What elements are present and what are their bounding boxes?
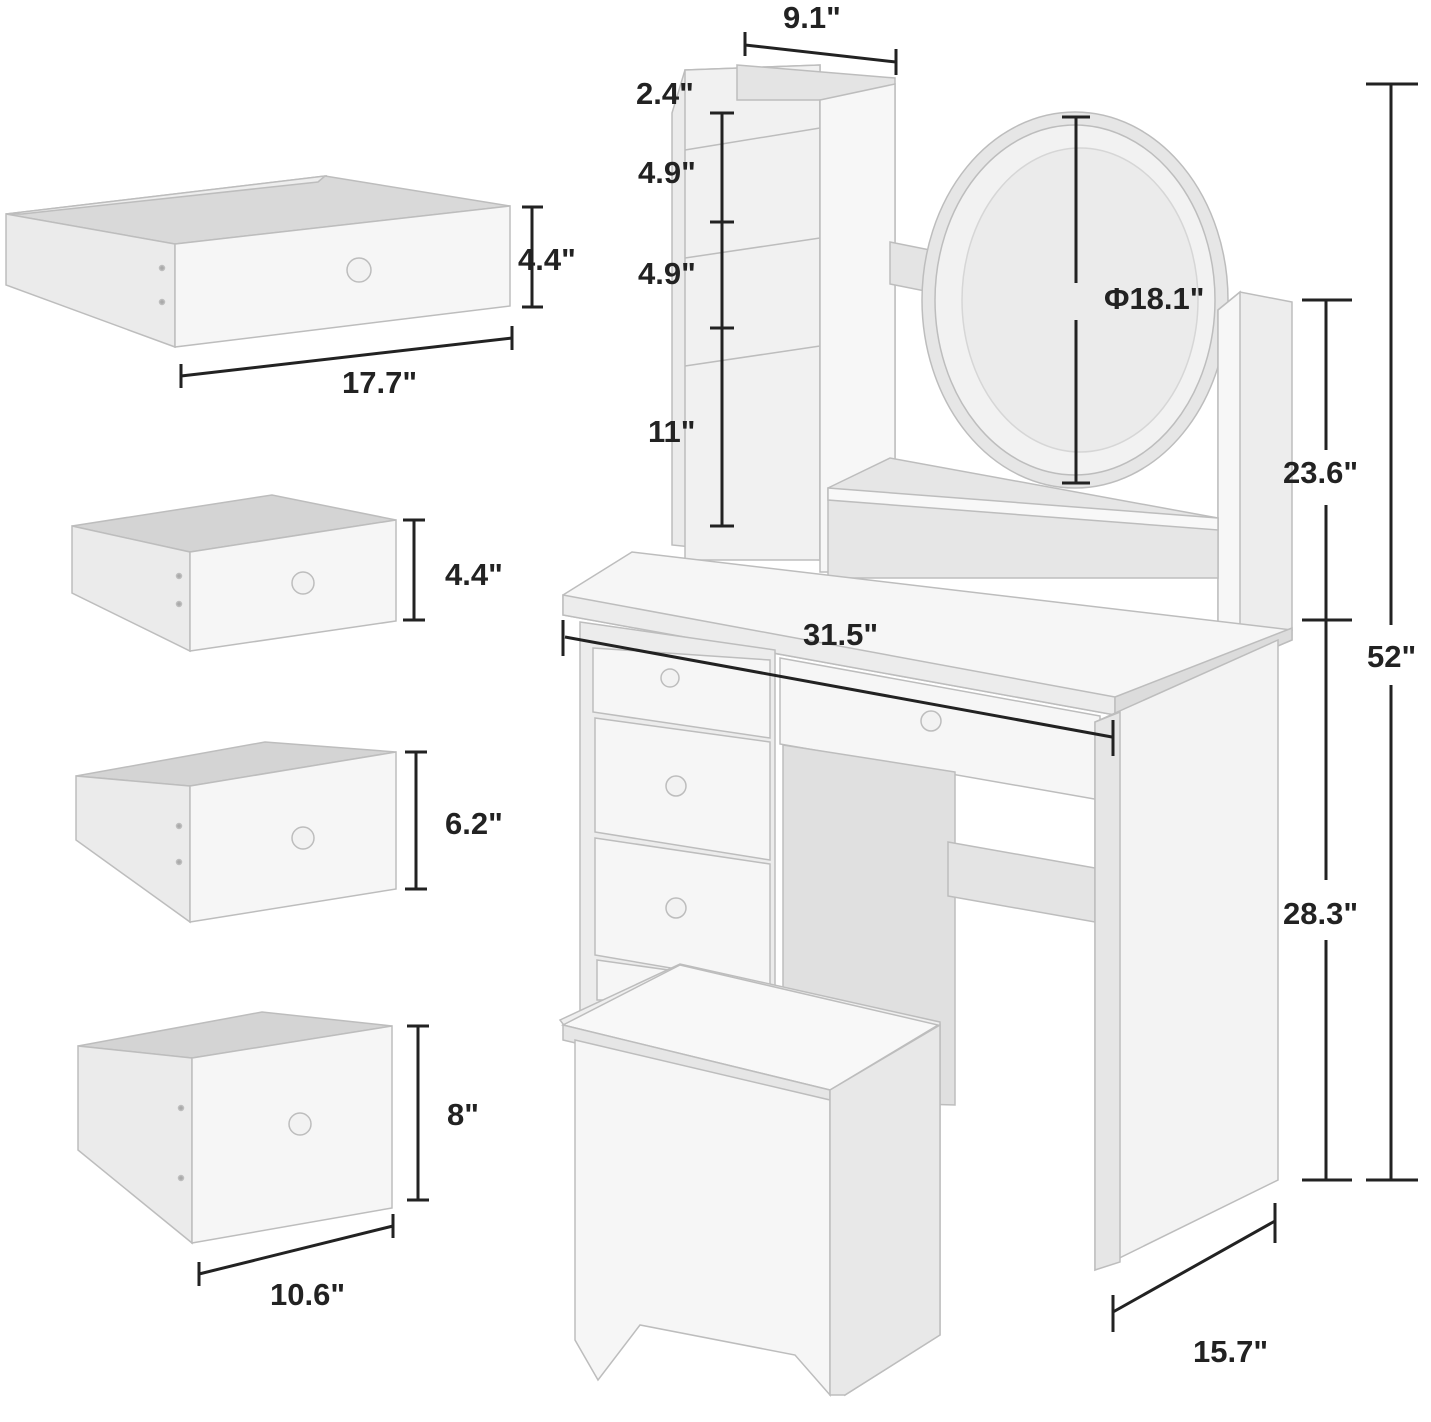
total-height-label: 52" [1367,639,1416,674]
small-drawer-width-label: 10.6" [270,1277,345,1312]
mirror-diameter-label: Φ18.1" [1104,281,1204,316]
wide-drawer-height-label: 4.4" [518,242,576,277]
shelf-2-height-label: 4.9" [638,155,696,190]
cabinet-drawer-1 [592,647,771,739]
wide-drawer [5,174,511,349]
stool-front [574,1039,831,1397]
small-drawer-1 [71,494,397,653]
shelf-4-height-label: 11" [648,414,695,449]
small-drawer-1-height-label: 4.4" [445,557,503,592]
vanity-table [558,64,1293,1397]
shelf-1-height-label: 2.4" [636,76,694,111]
small-drawer-3 [77,1011,393,1245]
hutch-height-label: 23.6" [1283,455,1358,490]
small-drawer-2 [75,741,397,924]
round-mirror [921,111,1229,489]
stool [558,963,941,1397]
desk-depth-label: 15.7" [1193,1334,1268,1369]
small-drawer-3-height-label: 8" [447,1097,479,1132]
desk-height-label: 28.3" [1283,896,1358,931]
dimension-labels: 4.4" 17.7" 4.4" 6.2" 8" 10.6" 9.1" 2.4" … [270,0,1416,1369]
dimension-lines [179,32,1418,1332]
desk-width-label: 31.5" [803,617,878,652]
desk-right-leg [1094,638,1279,1272]
shelf-3-height-label: 4.9" [638,256,696,291]
wide-drawer-width-label: 17.7" [342,365,417,400]
mirror-shelf [827,457,1219,579]
small-drawer-2-height-label: 6.2" [445,806,503,841]
top-shelf-width-label: 9.1" [783,0,841,35]
